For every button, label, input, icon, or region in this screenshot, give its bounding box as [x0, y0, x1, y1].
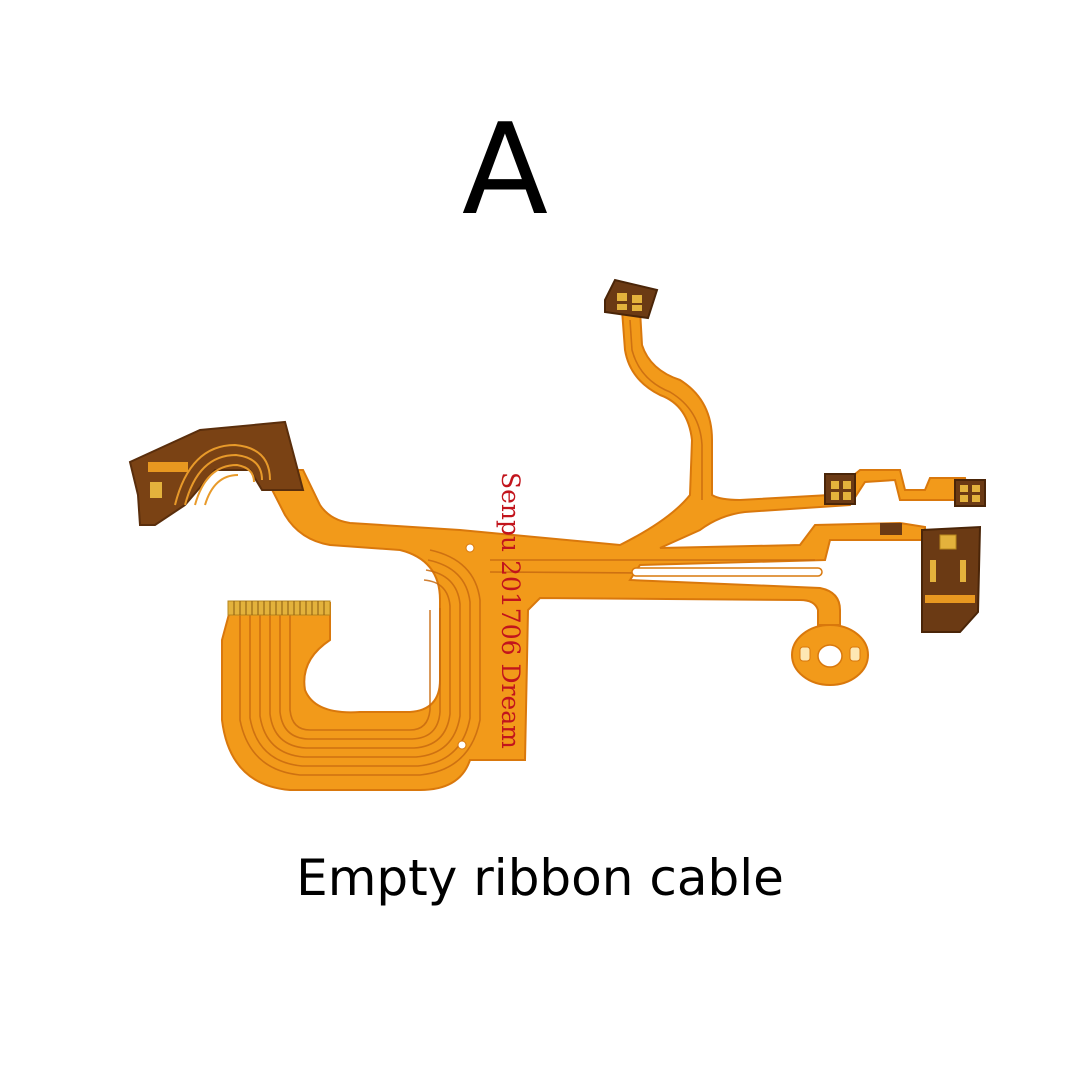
stiffener-top-left: [128, 420, 305, 526]
pad-right-a: [824, 473, 856, 505]
product-caption: Empty ribbon cable: [296, 849, 784, 907]
round-pad: [791, 624, 869, 686]
stiffener-right: [880, 523, 982, 633]
pad-top: [604, 278, 659, 320]
cable-main-body: [221, 309, 970, 791]
variant-label: A: [461, 96, 549, 243]
cable-traces: [239, 319, 816, 776]
mount-hole: [465, 543, 475, 553]
cable-slot: [631, 567, 823, 577]
gold-fingers-left: [227, 600, 331, 616]
watermark-text: Senpu 201706 Dream: [496, 472, 525, 749]
mount-hole: [457, 740, 467, 750]
pad-right-b: [954, 479, 986, 507]
